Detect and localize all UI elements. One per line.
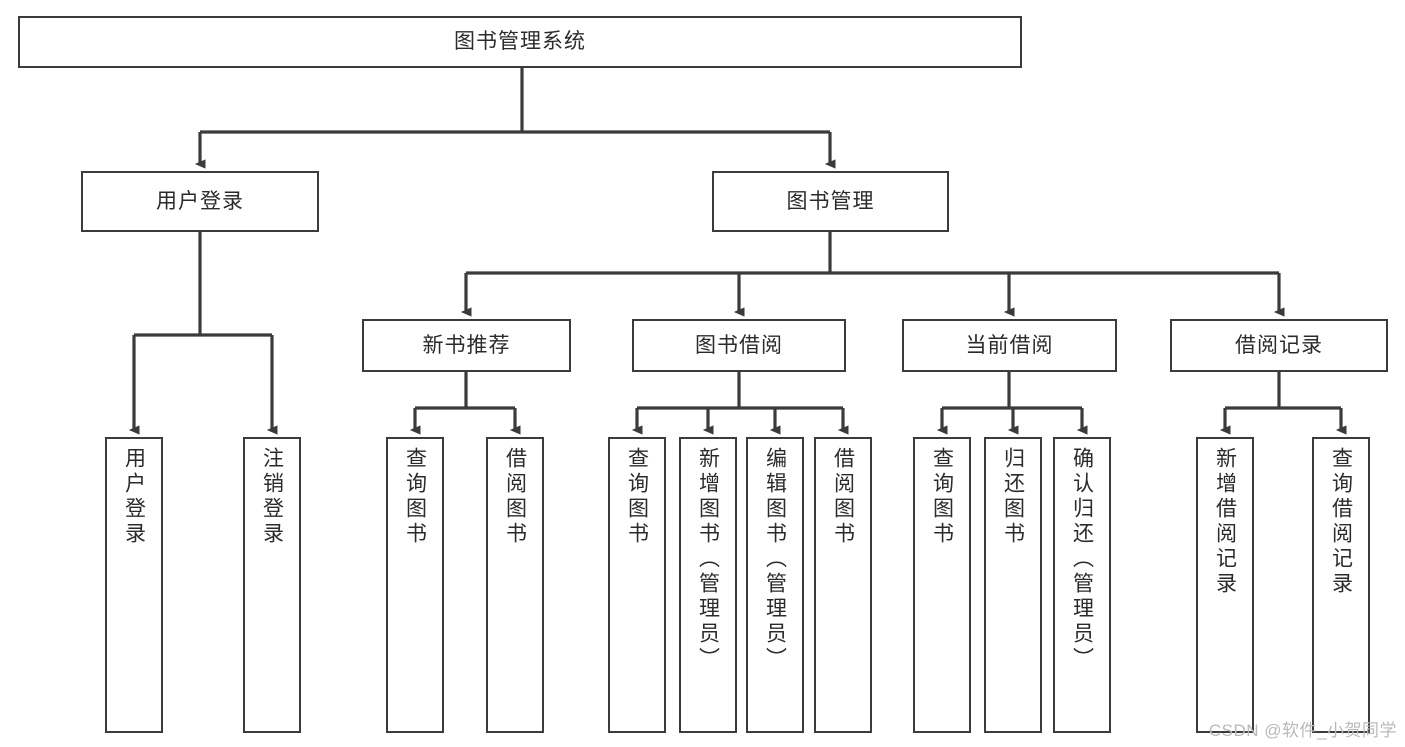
node-leaf-add-book-admin[interactable]: 新增图书（管理员） (679, 437, 737, 733)
node-new-book-recommend[interactable]: 新书推荐 (362, 319, 571, 372)
node-label: 查询借阅记录 (1329, 447, 1353, 597)
node-label: 查询图书 (930, 447, 954, 547)
node-label: 新增借阅记录 (1213, 447, 1237, 597)
node-leaf-query-book-rec[interactable]: 查询图书 (386, 437, 444, 733)
node-label: 编辑图书（管理员） (763, 447, 787, 672)
node-leaf-borrow-book-rec[interactable]: 借阅图书 (486, 437, 544, 733)
node-label: 查询图书 (403, 447, 427, 547)
node-label: 确认归还（管理员） (1070, 447, 1094, 672)
node-leaf-edit-book-admin[interactable]: 编辑图书（管理员） (746, 437, 804, 733)
node-user-login[interactable]: 用户登录 (81, 171, 319, 232)
node-leaf-query-borrow-record[interactable]: 查询借阅记录 (1312, 437, 1370, 733)
node-leaf-return-book[interactable]: 归还图书 (984, 437, 1042, 733)
node-leaf-query-book-borrow[interactable]: 查询图书 (608, 437, 666, 733)
node-leaf-borrow-book[interactable]: 借阅图书 (814, 437, 872, 733)
node-label: 当前借阅 (965, 333, 1054, 357)
node-label: 图书借阅 (695, 333, 783, 357)
node-leaf-query-book-current[interactable]: 查询图书 (913, 437, 971, 733)
node-leaf-confirm-return-admin[interactable]: 确认归还（管理员） (1053, 437, 1111, 733)
node-root-system[interactable]: 图书管理系统 (18, 16, 1022, 68)
node-label: 归还图书 (1001, 447, 1025, 547)
node-label: 新增图书（管理员） (696, 447, 720, 672)
node-label: 借阅图书 (831, 447, 855, 547)
node-leaf-logout[interactable]: 注销登录 (243, 437, 301, 733)
node-book-borrow[interactable]: 图书借阅 (632, 319, 846, 372)
node-label: 借阅记录 (1235, 333, 1323, 357)
node-book-manage[interactable]: 图书管理 (712, 171, 949, 232)
node-label: 查询图书 (625, 447, 649, 547)
node-label: 用户登录 (156, 189, 244, 213)
node-label: 图书管理系统 (454, 30, 586, 54)
node-leaf-add-borrow-record[interactable]: 新增借阅记录 (1196, 437, 1254, 733)
node-current-borrow[interactable]: 当前借阅 (902, 319, 1117, 372)
node-borrow-record[interactable]: 借阅记录 (1170, 319, 1388, 372)
node-leaf-user-login[interactable]: 用户登录 (105, 437, 163, 733)
node-label: 新书推荐 (422, 333, 511, 357)
node-label: 注销登录 (260, 447, 284, 547)
node-label: 用户登录 (122, 447, 146, 547)
node-label: 图书管理 (786, 189, 875, 213)
node-label: 借阅图书 (503, 447, 527, 547)
